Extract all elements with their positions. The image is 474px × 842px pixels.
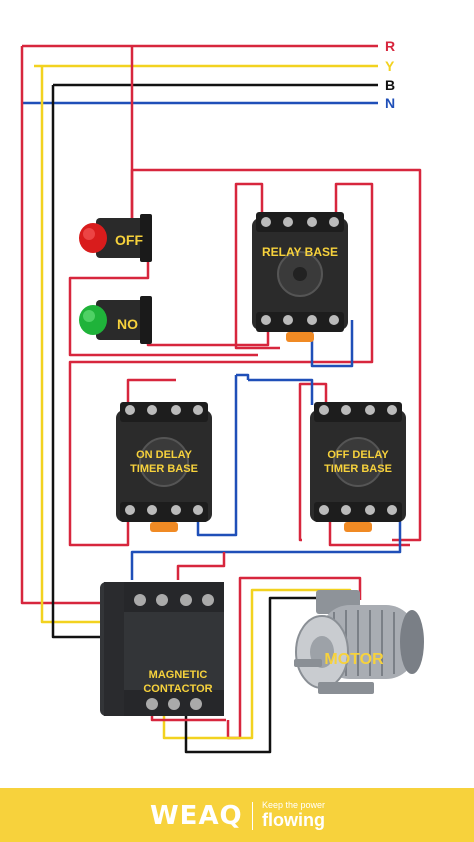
wire-out-red: [226, 576, 362, 740]
contactor-label-2: CONTACTOR: [143, 683, 212, 695]
off-delay-label-2: TIMER BASE: [324, 463, 392, 475]
footer-banner: [0, 788, 474, 842]
wire-red-on-timer-top: [126, 378, 176, 405]
wire-blue-off-timer: [130, 520, 402, 580]
wire-red-off-timer-bottom: [328, 520, 410, 547]
off-delay-label-1: OFF DELAY: [327, 449, 389, 461]
wire-yellow-left: [40, 66, 142, 624]
brand-divider: [252, 802, 253, 830]
no-button-label: NO: [117, 316, 138, 332]
wire-blue-relay: [310, 320, 354, 368]
wire-blue-timer-link: [196, 375, 238, 537]
relay-base: RELAY BASE: [252, 212, 348, 342]
wire-blue-off-timer-top: [248, 378, 314, 405]
wire-red-relay-top-left: [234, 182, 280, 350]
off-delay-timer-base: OFF DELAY TIMER BASE: [310, 402, 406, 532]
wire-out-black: [184, 596, 340, 754]
supply-lines: [22, 44, 378, 105]
on-delay-timer-base: ON DELAY TIMER BASE: [116, 402, 212, 532]
wire-red-off-timer: [298, 382, 328, 542]
magnetic-contactor: MAGNETIC CONTACTOR: [100, 582, 224, 716]
relay-base-label: RELAY BASE: [262, 245, 338, 259]
wire-red-control-loop: [130, 168, 422, 542]
wire-red-left: [20, 46, 120, 605]
wiring: [20, 46, 422, 754]
off-button-label: OFF: [115, 232, 143, 248]
tagline-top: Keep the power: [262, 800, 326, 810]
tagline-bottom: flowing: [262, 810, 325, 830]
line-label-n: N: [385, 95, 395, 111]
line-label-y: Y: [385, 58, 395, 74]
line-label-r: R: [385, 38, 395, 54]
wire-red-contactor-coil: [176, 552, 226, 580]
wire-red-relay-top-right: [68, 182, 374, 547]
wire-blue-top: [236, 373, 250, 380]
line-label-b: B: [385, 77, 395, 93]
no-push-button: NO: [79, 296, 152, 344]
on-delay-label-2: TIMER BASE: [130, 463, 198, 475]
brand-logo: WEAQ: [150, 801, 243, 831]
contactor-label-1: MAGNETIC: [149, 669, 208, 681]
wire-red-no-relay: [146, 315, 270, 347]
motor-label: MOTOR: [324, 651, 384, 668]
off-push-button: OFF: [79, 214, 152, 262]
motor: MOTOR: [294, 590, 424, 694]
on-delay-label-1: ON DELAY: [136, 449, 192, 461]
wire-red-off-no: [68, 235, 258, 357]
